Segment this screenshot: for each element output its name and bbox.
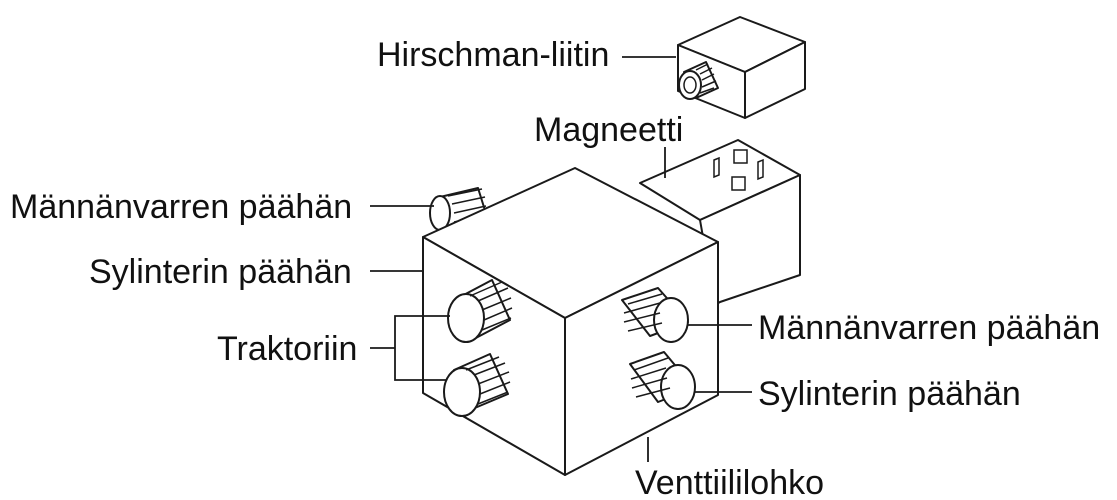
magnet-pin-icon bbox=[757, 158, 764, 181]
label-hirschman: Hirschman-liitin bbox=[377, 36, 609, 74]
leader-traktoriin bbox=[370, 315, 450, 381]
hirschman-plug-icon bbox=[678, 61, 719, 100]
label-traktoriin: Traktoriin bbox=[217, 330, 357, 368]
label-mannanvarren-left: Männänvarren päähän bbox=[10, 188, 352, 226]
magnet-housing bbox=[639, 139, 801, 306]
magnet-pin-icon bbox=[731, 176, 746, 191]
port-left-lower-icon bbox=[443, 353, 511, 417]
magnet-pin-icon bbox=[713, 156, 720, 179]
label-venttiililohko: Venttiililohko bbox=[635, 464, 824, 500]
label-sylinterin-left: Sylinterin päähän bbox=[89, 253, 352, 291]
label-sylinterin-right: Sylinterin päähän bbox=[758, 375, 1021, 413]
port-right-upper-icon bbox=[621, 287, 689, 343]
hirschman-connector bbox=[677, 16, 806, 119]
magnet-pin-icon bbox=[733, 149, 748, 164]
label-mannanvarren-right: Männänvarren päähän bbox=[758, 309, 1100, 347]
label-magneetti: Magneetti bbox=[534, 111, 683, 149]
port-right-lower-icon bbox=[629, 351, 696, 410]
port-left-upper-icon bbox=[447, 279, 513, 343]
